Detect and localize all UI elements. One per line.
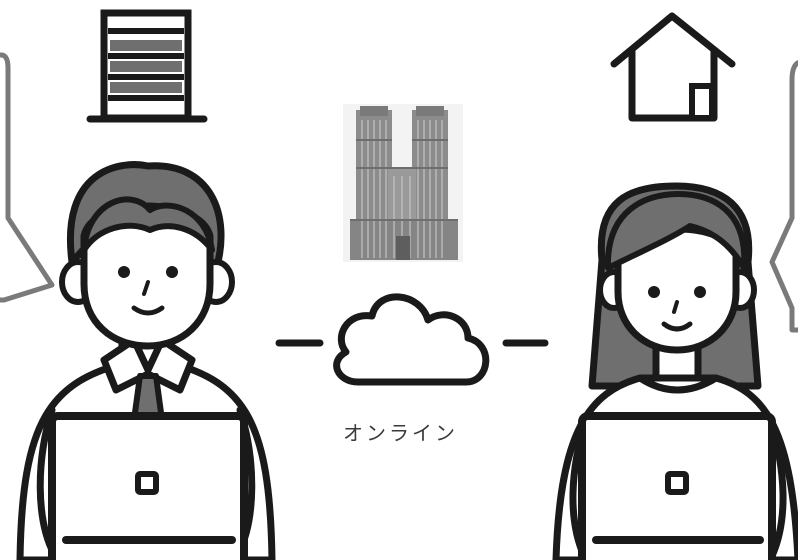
government-building-image bbox=[343, 104, 463, 262]
house-icon bbox=[610, 12, 736, 122]
online-label: オンライン bbox=[343, 421, 458, 445]
woman-with-laptop bbox=[552, 182, 798, 560]
right-speech-bubble bbox=[769, 60, 798, 333]
cloud-icon bbox=[333, 293, 490, 386]
left-speech-bubble bbox=[0, 52, 55, 303]
man-with-laptop bbox=[16, 161, 276, 560]
office-building-icon bbox=[86, 9, 208, 123]
